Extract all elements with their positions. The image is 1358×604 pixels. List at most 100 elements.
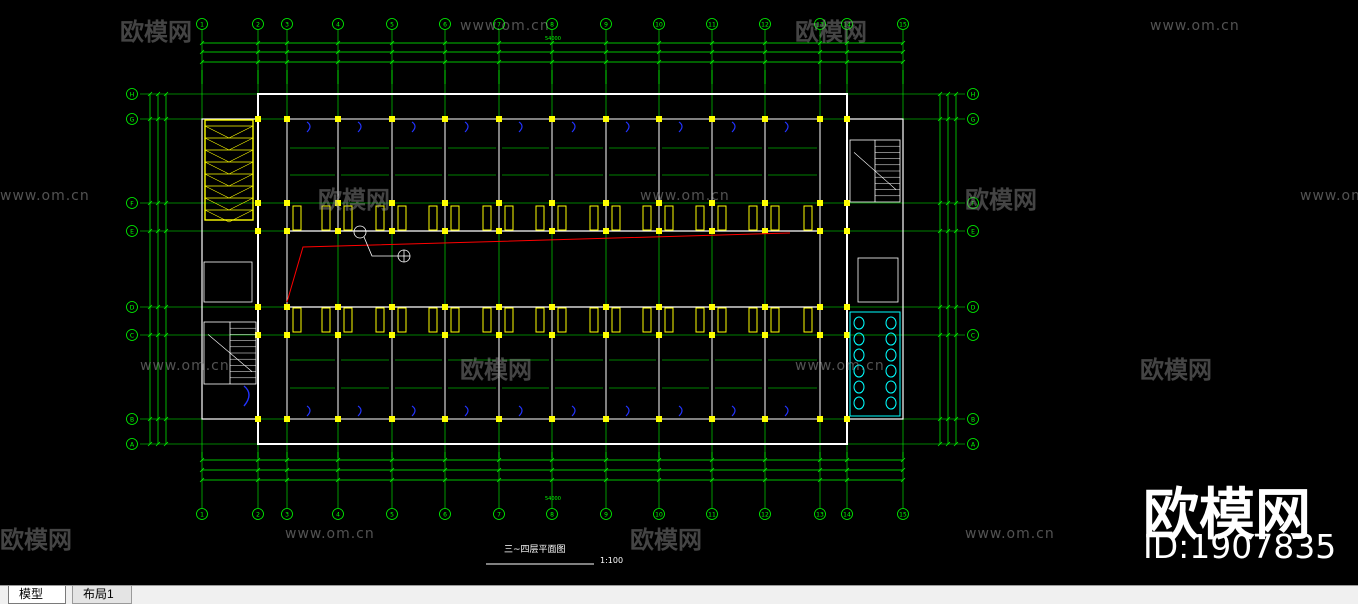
door-swing [357,121,362,133]
axis-bubble [126,225,138,237]
column [817,116,823,122]
axis-bubble [546,18,558,30]
door-swing [306,405,311,417]
dimension-tick [656,457,662,463]
dimension-tick [199,477,205,483]
bottom-overall-dimension: 54000 [545,496,561,502]
column [335,304,341,310]
dimension-tick [155,332,161,338]
dimension-tick [284,49,290,55]
dimension-tick [945,416,951,422]
axis-bubble-label: 9 [604,512,608,519]
door-frame [748,307,758,333]
axis-bubble-label: H [971,92,976,99]
axis-bubble [967,413,979,425]
dimension-tick [163,416,169,422]
drawing-title: 三~四层平面图 [504,544,566,555]
dimension-tick [709,40,715,46]
axis-bubble-label: H [130,92,135,99]
column [284,228,290,234]
column [656,416,662,422]
axis-bubble-label: B [971,417,975,424]
column [549,304,555,310]
dimension-tick [817,49,823,55]
door-frame [695,307,705,333]
truss-brace [204,149,230,163]
axis-bubble [493,508,505,520]
dimension-tick [603,59,609,65]
door-frame [375,307,385,333]
axis-bubble-label: 3 [285,512,289,519]
dimension-tick [953,116,959,122]
column [709,416,715,422]
column [656,200,662,206]
axis-bubble-label: 15 [899,22,907,29]
watermark-logo: 欧模网 [630,526,702,554]
dimension-tick [762,457,768,463]
watermark-logo: 欧模网 [460,356,532,384]
door-frame [321,307,331,333]
axis-bubble [967,225,979,237]
drawing-canvas[interactable]: 1122334455667788991010111112121313141415… [0,0,1358,585]
axis-bubble-label: C [971,333,975,340]
column [255,332,261,338]
axis-bubble [126,301,138,313]
column [844,116,850,122]
door-frame [611,307,621,333]
column [549,228,555,234]
dimension-tick [155,228,161,234]
door-swing [731,405,736,417]
tab-layout-1[interactable]: 布局1 [72,586,132,604]
axis-bubble [967,329,979,341]
column [496,228,502,234]
dimension-lines [147,40,959,483]
column [603,200,609,206]
column [762,416,768,422]
axis-bubble [841,508,853,520]
dimension-tick [496,49,502,55]
column [284,304,290,310]
axis-bubble [897,508,909,520]
dimension-tick [147,116,153,122]
column [656,332,662,338]
axis-bubble-label: A [130,442,135,449]
column [496,304,502,310]
dimension-tick [155,416,161,422]
axis-bubble-label: 13 [816,22,824,29]
axis-bubble [967,88,979,100]
column [844,200,850,206]
small-room [857,257,899,303]
tab-model[interactable]: 模型 [8,586,66,604]
truss-brace [228,125,254,139]
axis-bubble-label: A [971,442,976,449]
door-frame [770,307,780,333]
column [603,304,609,310]
truss-brace [204,137,230,151]
door-frame [450,307,460,333]
truss-brace [228,209,254,223]
door-frame [589,307,599,333]
dimension-tick [953,416,959,422]
dimension-tick [199,40,205,46]
axis-bubble [759,18,771,30]
dimension-tick [945,200,951,206]
dimension-tick [284,59,290,65]
dimension-tick [549,477,555,483]
column [496,332,502,338]
door-frame [748,205,758,231]
dimension-tick [199,49,205,55]
door-frame [770,205,780,231]
dimension-tick [844,40,850,46]
dimension-tick [389,477,395,483]
dimension-tick [762,59,768,65]
axis-bubble [967,301,979,313]
dimension-tick [163,91,169,97]
dimension-tick [442,49,448,55]
door-frame [343,307,353,333]
axis-bubble [759,508,771,520]
dimension-tick [709,457,715,463]
door-swing [625,121,630,133]
axis-bubble-label: 9 [604,22,608,29]
door-frame [664,307,674,333]
door-frame [642,205,652,231]
